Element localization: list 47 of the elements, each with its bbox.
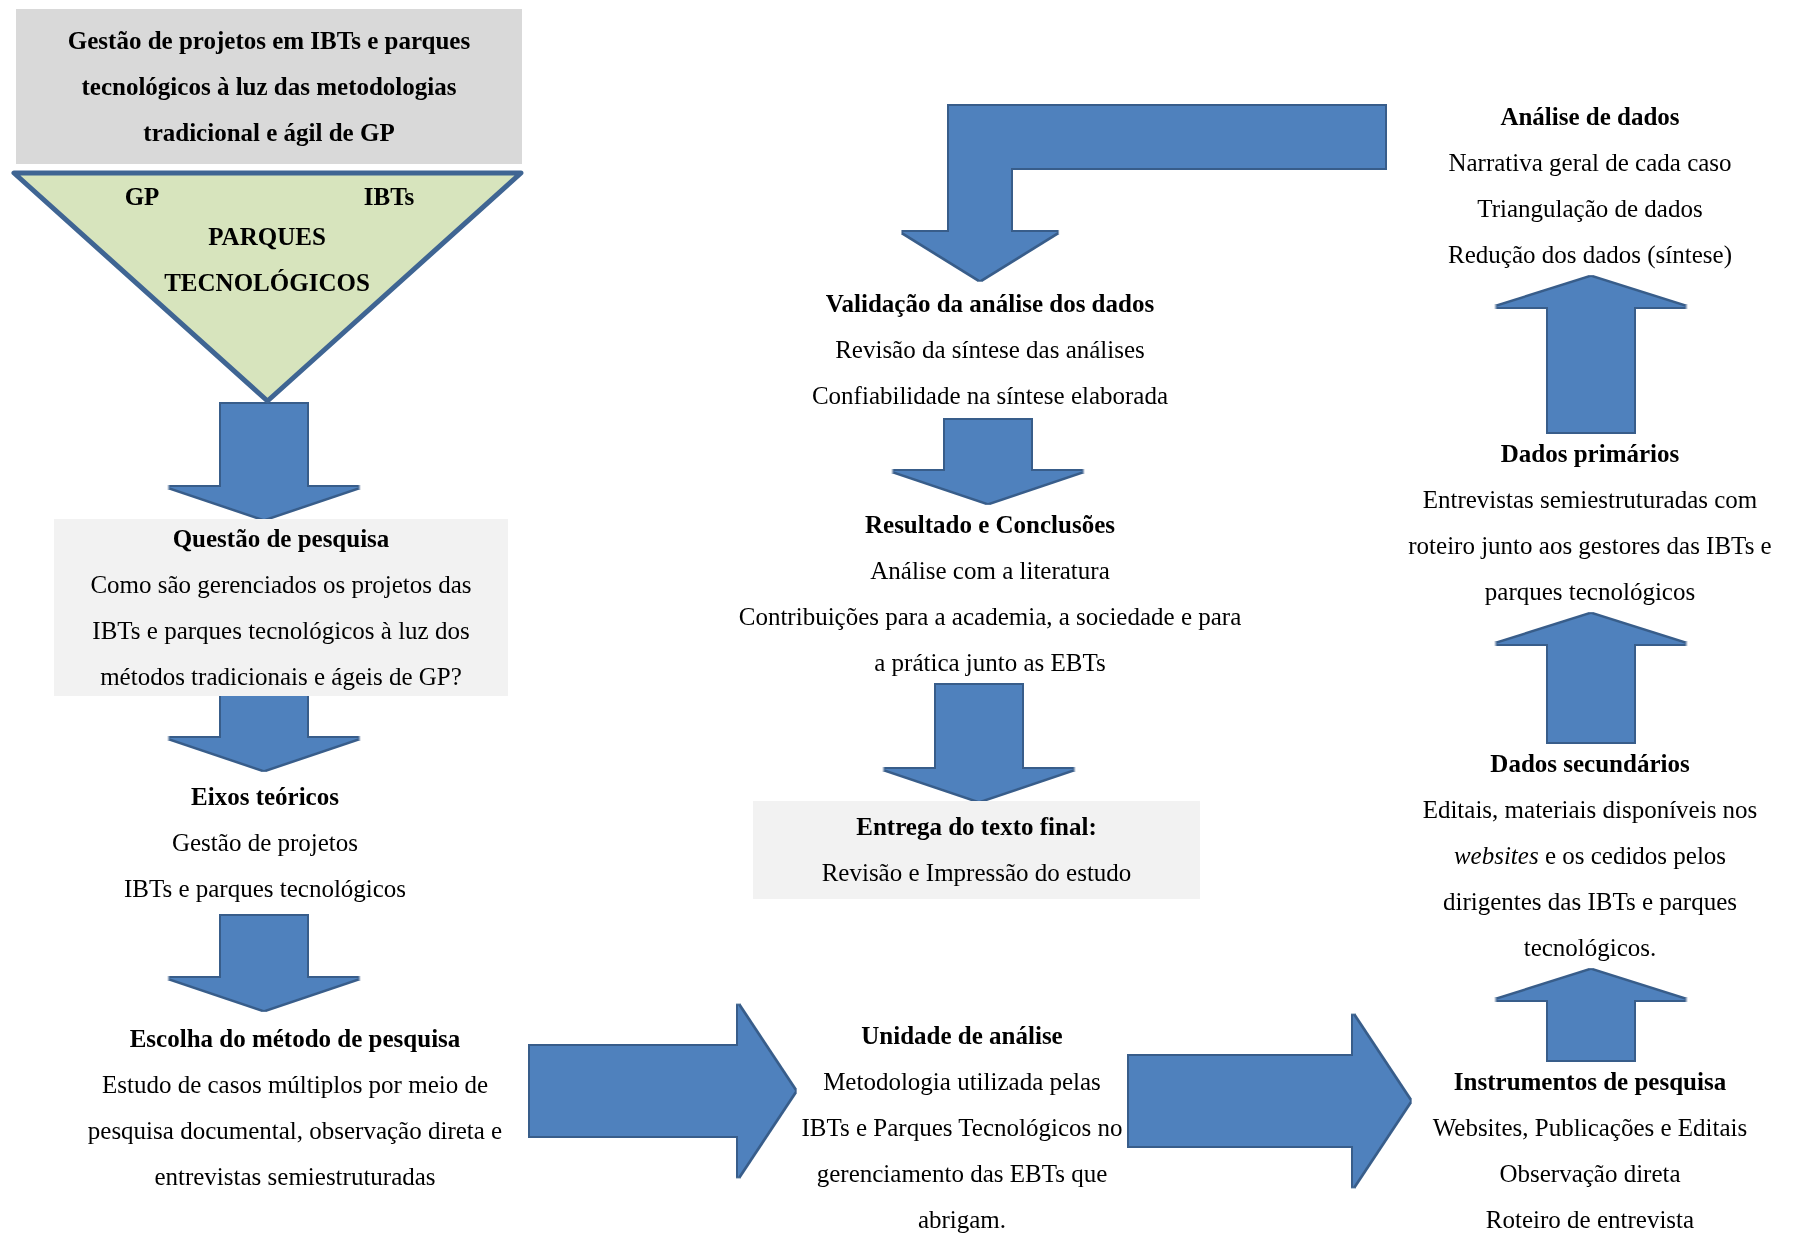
heading-text: Instrumentos de pesquisa [1453, 1067, 1727, 1097]
block-arrow [1129, 1015, 1410, 1187]
body-text: Observação direta [1499, 1159, 1681, 1189]
process-box [753, 801, 1200, 899]
body-text: Análise com a literatura [870, 556, 1110, 586]
heading-text: Unidade de análise [861, 1021, 1063, 1051]
title-box [16, 9, 522, 164]
heading-text: Resultado e Conclusões [865, 510, 1115, 540]
block-arrow [169, 696, 359, 770]
body-text: Entrevistas semiestruturadas com roteiro junto aos gestores das IBTs e parques tecnológicos [1407, 485, 1773, 607]
block-arrow [530, 1005, 795, 1177]
title-text: Gestão de projetos em IBTs e parques tecnológicos à luz das metodologias tradicional e ágil de GP [66, 25, 472, 148]
heading-text: Análise de dados [1500, 102, 1680, 132]
body-text: IBTs e parques tecnológicos [123, 874, 407, 904]
body-text: Editais, materiais disponíveis nos websites e os cedidos pelos dirigentes das IBTs e parques tecnológicos. [1421, 795, 1759, 963]
process-box [54, 519, 508, 696]
heading-text: Escolha do método de pesquisa [129, 1024, 461, 1054]
triangle-label: GP [123, 182, 161, 212]
block-arrow [893, 420, 1083, 503]
body-text: Confiabilidade na síntese elaborada [811, 381, 1169, 411]
heading-text: Dados secundários [1490, 749, 1690, 779]
block-arrow [902, 106, 1385, 280]
block-arrow [1496, 277, 1686, 432]
triangle-label: PARQUES TECNOLÓGICOS [163, 222, 371, 298]
body-text: Revisão da síntese das análises [835, 335, 1145, 365]
heading-text: Validação da análise dos dados [825, 289, 1155, 319]
triangle-label: IBTs [362, 182, 416, 212]
body-text: Triangulação de dados [1477, 194, 1703, 224]
heading-text: Dados primários [1500, 439, 1680, 469]
body-text: Metodologia utilizada pelas IBTs e Parques Tecnológicos no gerenciamento das EBTs que abrigam. [800, 1067, 1124, 1235]
body-text: Contribuições para a academia, a sociedade e para a prática junto as EBTs [737, 602, 1243, 678]
block-arrow [169, 404, 359, 519]
heading-text: Questão de pesquisa [172, 523, 390, 554]
block-arrow [1496, 614, 1686, 742]
body-text: Estudo de casos múltiplos por meio de pesquisa documental, observação direta e entrevistas semiestruturadas [86, 1070, 504, 1192]
heading-text: Entrega do texto final: [856, 812, 1097, 842]
block-arrow [1496, 970, 1686, 1060]
body-text: Revisão e Impressão do estudo [821, 858, 1132, 888]
body-text: Redução dos dados (síntese) [1448, 240, 1732, 271]
body-text: Roteiro de entrevista [1485, 1205, 1695, 1235]
heading-text: Eixos teóricos [191, 782, 339, 812]
body-text: Websites, Publicações e Editais [1432, 1113, 1748, 1143]
block-arrow [884, 685, 1074, 801]
body-text: Como são gerenciados os projetos das IBTs e parques tecnológicos à luz dos métodos tradicionais e ágeis de GP? [89, 569, 473, 692]
body-text: Gestão de projetos [171, 828, 359, 858]
body-text: Narrativa geral de cada caso [1448, 148, 1732, 178]
block-arrow [169, 916, 359, 1010]
